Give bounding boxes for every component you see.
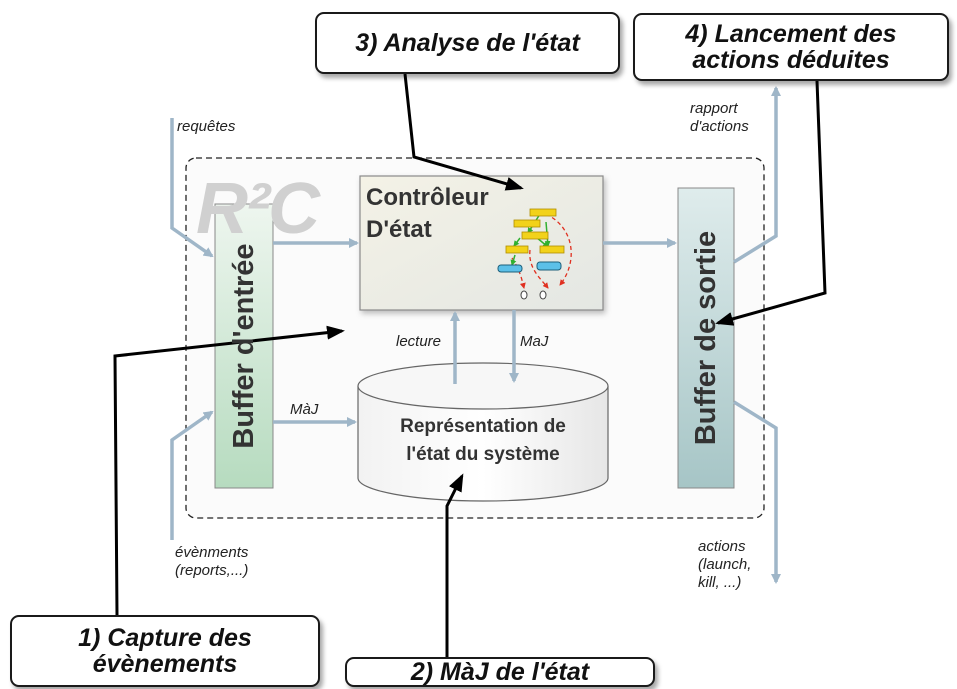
flow-evenements-arrow [170,410,214,540]
state-label-line1: Représentation de [400,416,566,437]
callout-maj-text: 2) MàJ de l'état [410,657,590,686]
output-buffer-label: Buffer de sortie [690,230,722,446]
flow-requetes-arrow [170,118,214,258]
output-buffer-box [677,187,735,489]
callout-capture-text: 1) Capture des évènements [78,623,252,678]
controller-box [359,175,604,311]
requetes-label: requêtes [177,118,236,135]
callout-lancement: 4) Lancement des actions déduites [633,13,949,81]
pointer-lancement-arrow [715,80,827,326]
lecture-label: lecture [396,333,442,350]
flow-actions-arrow [733,400,781,584]
r2c-watermark: R²C [196,169,320,249]
callout-maj: 2) MàJ de l'état [345,657,655,687]
state-label-line2: l'état du système [406,443,560,465]
pointer-analyse-arrow [403,73,524,191]
state-representation-label: Représentation de l'état du système [358,413,608,468]
callout-capture: 1) Capture des évènements [10,615,320,687]
input-buffer-label: Buffer d'entrée [228,243,260,449]
controller-title-line1: Contrôleur [366,184,489,211]
evenements-label: évènments (reports,...) [175,544,249,579]
controller-title-line2: D'état [366,216,432,244]
flow-rapport-arrow [733,86,781,264]
maj-read-label: MaJ [520,333,549,350]
actions-label: actions (launch, kill, ...) [698,538,752,591]
pointer-arrows [113,73,827,657]
callout-analyse: 3) Analyse de l'état [315,12,620,74]
state-graph-icon [497,208,572,300]
rapport-label: rapport d'actions [690,100,749,135]
controller-title: Contrôleur D'état [366,182,489,247]
callout-lancement-text: 4) Lancement des actions déduites [685,19,897,74]
pointer-maj-arrow [445,473,464,657]
maj-input-label: MàJ [290,401,319,418]
callout-analyse-text: 3) Analyse de l'état [355,28,580,57]
system-boundary [185,157,765,519]
state-database-cylinder [357,362,609,502]
pointer-capture-arrow [113,325,345,616]
flow-arrows [170,86,781,584]
